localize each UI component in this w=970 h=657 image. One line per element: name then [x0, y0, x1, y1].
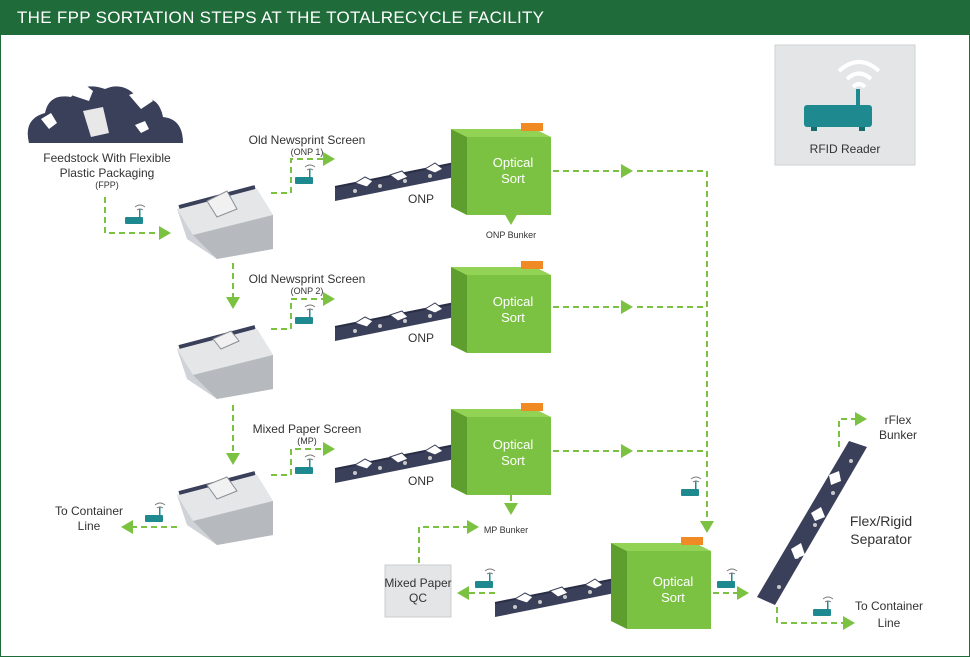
onp1-screen-machine — [175, 185, 275, 261]
screen-1-label-line2: (ONP 1) — [291, 147, 324, 157]
mixed-paper-qc-line1: Mixed Paper — [384, 576, 451, 590]
onp2-screen-machine — [175, 325, 275, 401]
container-line-right-line1: To Container — [855, 599, 923, 613]
mp-screen-machine — [175, 471, 275, 547]
rfid-icon-onp2 — [294, 304, 316, 325]
page-title: THE FPP SORTATION STEPS AT THE TOTALRECY… — [1, 1, 969, 35]
mixed-paper-qc-line2: QC — [409, 591, 427, 605]
conveyor-3-label: ONP — [408, 474, 434, 488]
screen-2-label-line2: (ONP 2) — [291, 286, 324, 296]
rfid-icon-container-left — [144, 502, 166, 523]
onp-bunker-label: ONP Bunker — [486, 230, 536, 240]
conveyor-2-label: ONP — [408, 331, 434, 345]
optical-sort-2-line1: Optical — [493, 294, 534, 309]
feedstock-pile — [27, 83, 184, 143]
screen-1-label-line1: Old Newsprint Screen — [249, 133, 366, 147]
rflex-bunker-line1: rFlex — [885, 413, 912, 427]
mixed-paper-qc-box — [384, 564, 452, 618]
container-line-right-line2: Line — [878, 616, 901, 630]
rfid-reader-icon — [804, 60, 881, 131]
rfid-icon-conveyor4 — [474, 568, 496, 589]
screen-2-label-line1: Old Newsprint Screen — [249, 272, 366, 286]
feedstock-label-line3: (FPP) — [95, 180, 119, 190]
screen-3-label-line1: Mixed Paper Screen — [253, 422, 362, 436]
optical-sort-2-line2: Sort — [501, 310, 525, 325]
optical-sort-1-line2: Sort — [501, 171, 525, 186]
rflex-bunker-line2: Bunker — [879, 428, 917, 442]
rfid-icon-sort4 — [716, 568, 738, 589]
rfid-icon-onp1 — [294, 164, 316, 185]
container-line-left-line1: To Container — [55, 504, 123, 518]
rfid-icon-mp — [294, 454, 316, 475]
conveyor-1-label: ONP — [408, 192, 434, 206]
rfid-icon-container-right — [812, 596, 834, 617]
optical-sort-3-line2: Sort — [501, 453, 525, 468]
mp-bunker-label: MP Bunker — [484, 525, 528, 535]
flex-rigid-separator — [757, 441, 867, 605]
rfid-icon-trunk — [680, 476, 702, 497]
rfid-legend-label: RFID Reader — [810, 142, 881, 156]
flow-lines — [104, 152, 867, 630]
optical-sort-4-line1: Optical — [653, 574, 694, 589]
screen-3-label-line2: (MP) — [297, 436, 317, 446]
separator-label-line2: Separator — [850, 531, 912, 547]
container-line-left-line2: Line — [78, 519, 101, 533]
optical-sort-4-line2: Sort — [661, 590, 685, 605]
rfid-icon-feedstock — [124, 204, 146, 225]
optical-sort-1-line1: Optical — [493, 155, 534, 170]
feedstock-label-line1: Feedstock With Flexible — [43, 151, 171, 165]
optical-sort-3-line1: Optical — [493, 437, 534, 452]
feedstock-label-line2: Plastic Packaging — [60, 166, 155, 180]
separator-label-line1: Flex/Rigid — [850, 513, 912, 529]
